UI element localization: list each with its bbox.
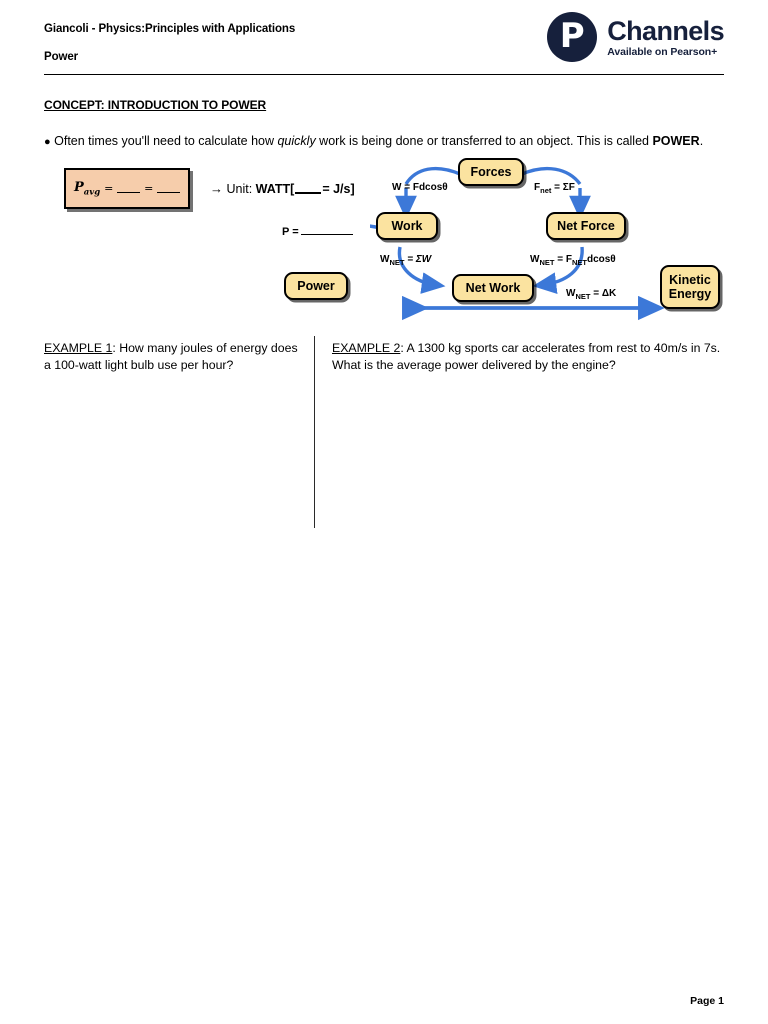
diagram-label-net-force-equation: Fnet = ΣF xyxy=(534,182,575,195)
energy-concept-map: Forces Work Net Force Power Net Work Kin… xyxy=(282,150,730,335)
pearson-channels-logo: P Channels Available on Pearson+ xyxy=(547,12,725,62)
example-2-body: A 1300 kg sports car accelerates from re… xyxy=(332,341,721,372)
formula-blank-2 xyxy=(157,184,180,193)
concept-bullet: ● Often times you'll need to calculate h… xyxy=(44,133,734,150)
page-header: Giancoli - Physics:Principles with Appli… xyxy=(0,0,768,80)
bullet-dot-icon: ● xyxy=(44,136,51,148)
topic-title: Power xyxy=(44,51,79,63)
unit-relation: = J/s xyxy=(322,182,351,196)
example-1: EXAMPLE 1: How many joules of energy doe… xyxy=(44,340,299,374)
unit-name: WATT xyxy=(255,182,291,196)
example-2-tag: EXAMPLE 2 xyxy=(332,341,401,355)
arrow-right-icon: → xyxy=(210,181,223,196)
logo-text: Channels Available on Pearson+ xyxy=(607,17,724,58)
formula-area: Pavg = = → Unit: WATT[ = J/s] xyxy=(64,168,355,209)
header-titles: Giancoli - Physics:Principles with Appli… xyxy=(44,22,295,64)
diagram-box-forces[interactable]: Forces xyxy=(458,158,524,186)
diagram-box-power[interactable]: Power xyxy=(284,272,348,300)
unit-bracket-open: [ xyxy=(290,182,295,196)
unit-annotation: → Unit: WATT[ = J/s] xyxy=(210,181,355,196)
unit-bracket-close: ] xyxy=(350,182,355,196)
book-title: Giancoli - Physics:Principles with Appli… xyxy=(44,23,296,35)
example-2: EXAMPLE 2: A 1300 kg sports car accelera… xyxy=(332,340,724,374)
diagram-label-power-equation: P = xyxy=(282,226,353,238)
formula-equals-2: = xyxy=(144,182,154,195)
page-number: Page 1 xyxy=(690,995,724,1007)
example-1-body: How many joules of energy does a 100-wat… xyxy=(44,341,298,372)
formula-equals-1: = xyxy=(104,182,114,195)
header-divider-rule xyxy=(44,74,724,75)
formula-symbol: Pavg xyxy=(74,179,101,198)
bullet-text-3: . xyxy=(699,134,704,148)
diagram-box-kinetic-energy[interactable]: Kinetic Energy xyxy=(660,265,720,309)
power-formula-box: Pavg = = xyxy=(64,168,190,209)
concept-heading: CONCEPT: INTRODUCTION TO POWER xyxy=(44,98,267,112)
logo-wordmark: Channels xyxy=(607,15,724,46)
example-2-colon: : xyxy=(400,341,404,355)
diagram-box-net-force[interactable]: Net Force xyxy=(546,212,626,240)
pearson-p-icon: P xyxy=(547,12,598,62)
unit-blank xyxy=(295,184,322,194)
bullet-keyword: POWER xyxy=(652,134,700,148)
example-1-colon: : xyxy=(112,341,116,355)
diagram-box-work[interactable]: Work xyxy=(376,212,438,240)
diagram-label-wnet-sum: WNET = ΣW xyxy=(380,254,432,267)
examples-divider xyxy=(314,336,316,528)
diagram-label-wnet-deltak: WNET = ΔK xyxy=(566,288,617,301)
diagram-label-wnet-fdcos: WNET = FNETdcosθ xyxy=(530,254,616,267)
bullet-text-1: Often times you'll need to calculate how xyxy=(54,134,278,148)
formula-blank-1 xyxy=(117,184,141,193)
pearson-p-glyph: P xyxy=(559,16,585,56)
example-1-tag: EXAMPLE 1 xyxy=(44,341,113,355)
bullet-text-2: work is being done or transferred to an … xyxy=(315,134,653,148)
diagram-arrows xyxy=(370,166,665,321)
logo-tagline: Available on Pearson+ xyxy=(607,45,718,58)
unit-label: Unit: xyxy=(226,182,253,196)
bullet-emphasis: quickly xyxy=(277,134,316,148)
diagram-label-work-equation: W = Fdcosθ xyxy=(392,182,448,193)
diagram-box-net-work[interactable]: Net Work xyxy=(452,274,534,302)
